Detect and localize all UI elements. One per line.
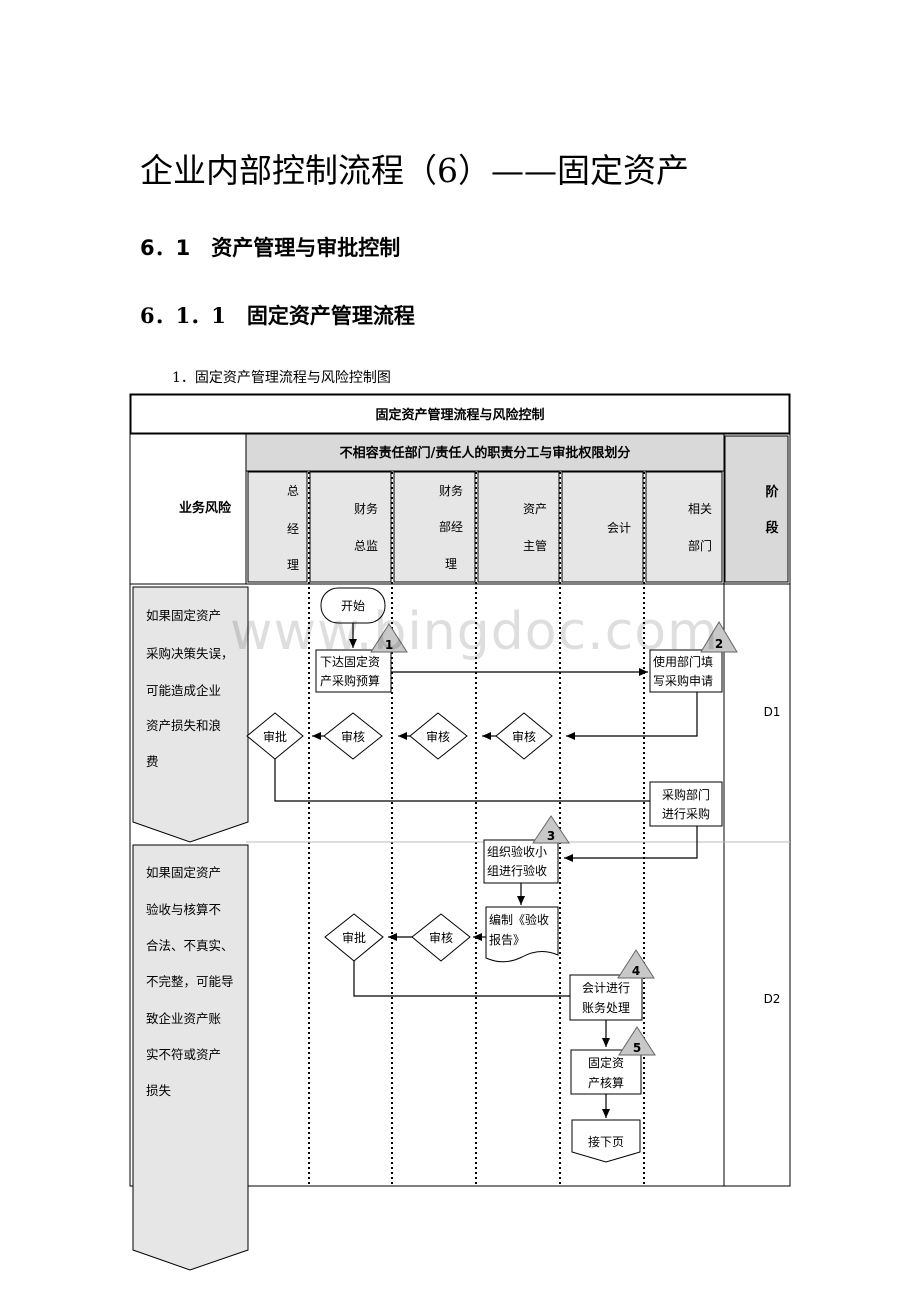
budget-line1: 下达固定资 <box>320 654 380 669</box>
marker-5-triangle <box>618 1026 656 1056</box>
budget-line2: 产采购预算 <box>320 673 380 688</box>
risk-arrow-d1 <box>132 586 249 843</box>
next-page-connector <box>571 1119 641 1163</box>
review-asset-label: 审核 <box>512 729 536 744</box>
role-ceo-line2: 经 <box>287 522 299 536</box>
account-line2: 账务处理 <box>582 1000 630 1015</box>
start-label: 开始 <box>341 599 365 613</box>
role-cfo-line1: 财务 <box>354 501 378 516</box>
risk-arrow-d2 <box>132 844 249 1271</box>
review-finmgr2-diamond <box>411 913 471 962</box>
role-asset-line2: 主管 <box>523 538 547 553</box>
purchase-line1: 采购部门 <box>662 787 710 802</box>
marker-2-triangle <box>700 621 738 653</box>
review-finmgr-label: 审核 <box>426 729 450 744</box>
role-finmgr-line3: 理 <box>445 557 457 571</box>
role-ceo-line3: 理 <box>287 558 299 572</box>
stage-d1: D1 <box>764 705 781 719</box>
approve-cfo-label: 审批 <box>342 930 366 945</box>
marker-3-label: 3 <box>547 829 555 843</box>
purchase-line2: 进行采购 <box>662 806 710 821</box>
role-header-cells <box>247 471 723 583</box>
account-line1: 会计进行 <box>582 981 630 995</box>
document-title: 企业内部控制流程（6）——固定资产 <box>140 151 689 190</box>
marker-1-label: 1 <box>385 638 393 652</box>
watermark: www.bingdoc.com <box>230 602 719 662</box>
figure-caption: 1．固定资产管理流程与风险控制图 <box>172 370 391 386</box>
division-header: 不相容责任部门/责任人的职责分工与审批权限划分 <box>340 445 631 461</box>
purchase-box <box>649 781 723 827</box>
role-asset-line1: 资产 <box>523 502 547 516</box>
role-dept-line1: 相关 <box>688 502 712 516</box>
budget-box <box>315 649 392 693</box>
risk2-line7: 损失 <box>146 1083 172 1098</box>
risk1-line4: 资产损失和浪 <box>146 718 221 733</box>
stage-header-line2: 段 <box>765 520 778 536</box>
stage-d2: D2 <box>764 992 781 1006</box>
step-markers <box>370 621 738 1056</box>
marker-4-label: 4 <box>632 964 640 978</box>
accept-line1: 组织验收小 <box>487 844 547 859</box>
approve-ceo-diamond <box>246 712 304 760</box>
fixed-line2: 产核算 <box>588 1075 624 1090</box>
risk-header: 业务风险 <box>179 500 232 516</box>
accept-box <box>483 839 559 884</box>
stage-header-cell <box>724 435 789 583</box>
role-finmgr-line1: 财务 <box>439 483 463 498</box>
risk2-line2: 验收与核算不 <box>146 902 221 917</box>
report-line1: 编制《验收 <box>489 912 549 927</box>
fixed-asset-box <box>570 1049 642 1095</box>
marker-5-label: 5 <box>633 1041 641 1055</box>
role-cfo-line2: 总监 <box>354 539 378 553</box>
marker-3-triangle <box>532 815 570 844</box>
risk1-line1: 如果固定资产 <box>146 608 221 623</box>
table-title: 固定资产管理流程与风险控制 <box>375 407 544 423</box>
risk2-line5: 致企业资产账 <box>146 1011 222 1026</box>
role-accountant: 会计 <box>607 521 631 535</box>
risk2-line3: 合法、不真实、 <box>146 938 234 953</box>
review-finmgr2-label: 审核 <box>429 930 453 945</box>
fixed-line1: 固定资 <box>588 1055 624 1070</box>
approve-cfo-diamond <box>324 913 384 962</box>
risk1-line5: 费 <box>146 754 159 769</box>
next-page-label: 接下页 <box>588 1134 624 1149</box>
risk2-line6: 实不符或资产 <box>146 1047 221 1062</box>
connectors <box>274 623 698 1118</box>
risk1-line2: 采购决策失误， <box>146 646 234 661</box>
risk1-line3: 可能造成企业 <box>146 683 221 698</box>
role-ceo-line1: 总 <box>287 484 299 498</box>
section-heading: 6．1 资产管理与审批控制 <box>140 236 401 260</box>
marker-2-label: 2 <box>715 637 723 651</box>
review-asset-diamond <box>495 712 553 760</box>
risk2-line1: 如果固定资产 <box>146 865 221 880</box>
review-cfo-label: 审核 <box>341 729 365 744</box>
risk2-line4: 不完整，可能导 <box>146 974 234 989</box>
accept-line2: 组进行验收 <box>487 863 547 878</box>
report-line2: 报告》 <box>489 932 525 947</box>
apply-box <box>649 649 723 693</box>
division-header-cell <box>245 433 725 472</box>
marker-4-triangle <box>617 949 655 979</box>
title-cell-inner <box>130 394 790 434</box>
apply-line2: 写采购申请 <box>653 673 713 688</box>
account-box <box>569 974 643 1021</box>
review-finmgr-diamond <box>409 712 468 760</box>
review-cfo-diamond <box>323 712 383 760</box>
marker-1-triangle <box>370 623 408 653</box>
report-document <box>485 906 559 963</box>
start-node <box>320 587 386 624</box>
role-dept-line2: 部门 <box>688 538 712 553</box>
subsection-heading: 6．1．1 固定资产管理流程 <box>140 303 415 328</box>
approve-ceo-label: 审批 <box>263 729 287 744</box>
apply-line1: 使用部门填 <box>653 654 713 669</box>
stage-header-line1: 阶 <box>765 484 779 500</box>
role-finmgr-line2: 部经 <box>439 519 463 534</box>
